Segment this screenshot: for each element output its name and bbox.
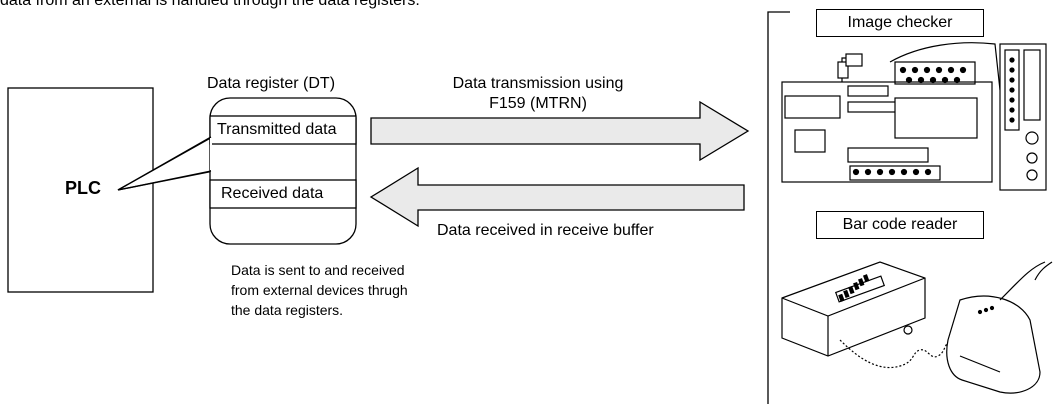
received-data-label: Received data [221,185,324,202]
note-line-2: from external devices thrugh [231,282,408,298]
transmission-label-line2: F159 (MTRN) [489,95,587,112]
received-data-row [209,179,357,209]
note-line-1: Data is sent to and received [231,262,405,278]
intro-text: data from an external is handled through… [0,0,420,9]
plc-box [7,87,154,293]
transmission-arrow [370,100,750,162]
data-register-title: Data register (DT) [207,75,336,92]
bar-code-reader-label: Bar code reader [816,211,984,239]
transmitted-data-row [209,115,357,145]
transmission-label-line1: Data transmission using [452,75,624,92]
image-checker-illustration [781,42,1047,191]
plc-label: PLC [65,178,101,198]
note-line-3: the data registers. [231,302,344,318]
device-group-bracket [767,11,790,404]
image-checker-label: Image checker [816,9,984,37]
bar-code-reader-illustration [781,261,1053,394]
transmitted-data-label: Transmitted data [217,121,337,138]
reception-label: Data received in receive buffer [437,222,654,239]
reception-arrow [369,166,745,228]
